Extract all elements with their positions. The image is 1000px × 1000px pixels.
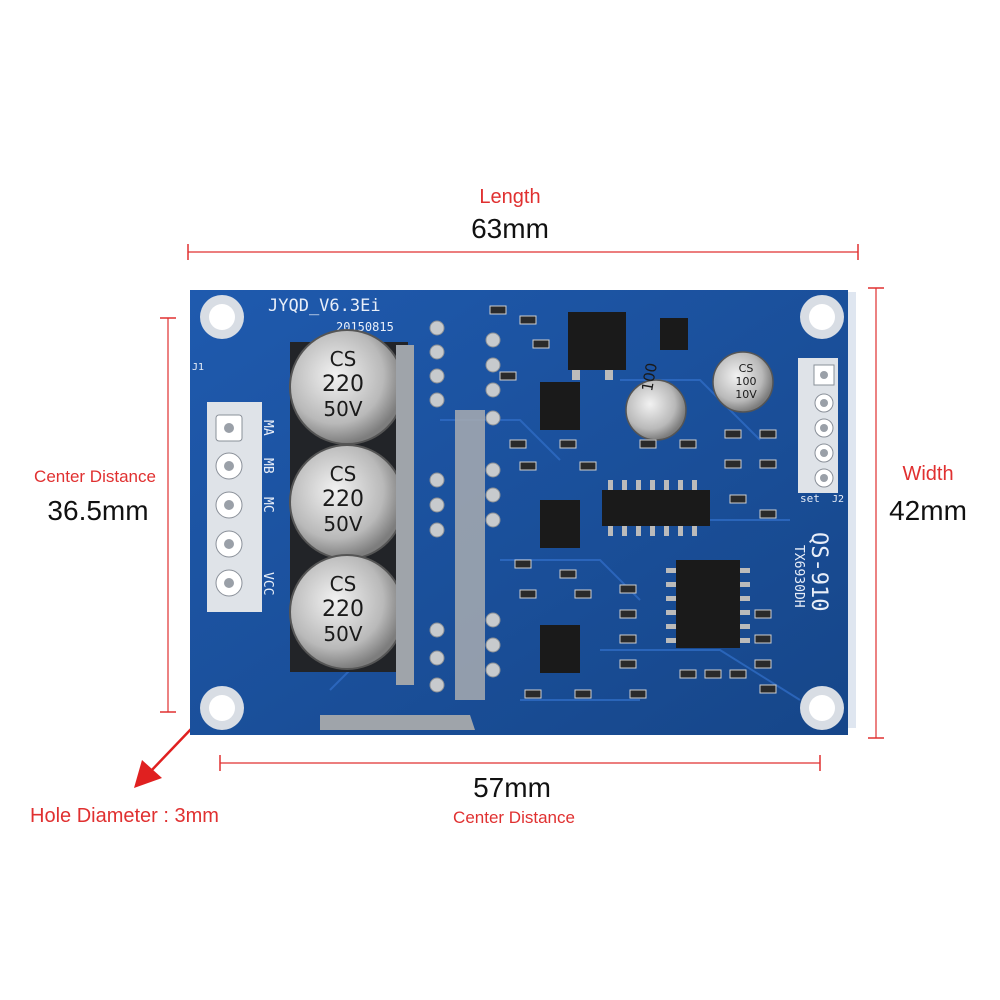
width-title: Width (902, 463, 953, 485)
hole-arrow-head (134, 760, 162, 788)
cap1-voltage: 50V (323, 397, 362, 421)
bottom-center-value: 57mm (473, 772, 551, 803)
length-title: Length (479, 186, 540, 208)
regulator-large (568, 312, 626, 380)
pcb-board: JYQD_V6.3Ei 20150815 J1 J2 set QS-910 TX… (190, 290, 856, 735)
capacitor-small: CS 100 10V (712, 351, 774, 413)
left-center-value: 36.5mm (47, 495, 148, 526)
cap3-brand: CS (330, 572, 357, 596)
ic-main-vertical (666, 560, 750, 648)
pin-label-mc: MC (260, 497, 275, 513)
bottom-center-title: Center Distance (453, 808, 575, 827)
pcb-edge (846, 292, 856, 728)
j1-terminal-header: MA MB MC VCC (207, 402, 275, 612)
j1-label: J1 (192, 362, 204, 373)
cap2-brand: CS (330, 462, 357, 486)
regulator-small (660, 318, 688, 350)
pin-label-ma: MA (260, 420, 275, 436)
pcb-traces (329, 379, 801, 701)
cap1-brand: CS (330, 347, 357, 371)
length-value: 63mm (471, 213, 549, 244)
cap2-voltage: 50V (323, 512, 362, 536)
large-capacitor-3: CS 220 50V (289, 554, 405, 670)
solder-pads (429, 320, 501, 693)
board-model-label: JYQD_V6.3Ei (268, 296, 381, 316)
ic-main-horizontal (602, 480, 710, 536)
cap-small-brand: CS (739, 362, 754, 375)
hole-diameter-label: Hole Diameter : 3mm (30, 805, 219, 827)
j1-pins (215, 414, 243, 597)
cap3-voltage: 50V (323, 622, 362, 646)
width-value: 42mm (889, 495, 967, 526)
board-name-label: QS-910 (806, 532, 831, 611)
large-capacitor-2: CS 220 50V (289, 444, 405, 560)
cap-mid-line1: 100 (638, 361, 661, 392)
pin-label-mb: MB (260, 458, 275, 474)
j2-header (798, 358, 838, 493)
width-dimension: Width 42mm (868, 287, 967, 739)
left-center-dimension: Center Distance 36.5mm (34, 317, 176, 713)
board-sub-label: TX6930DH (791, 545, 806, 608)
j2-label: J2 (832, 494, 844, 505)
capacitor-100v: 100 (625, 361, 687, 441)
cap-small-voltage: 10V (735, 388, 757, 401)
hole-diameter-callout: Hole Diameter : 3mm (30, 704, 219, 827)
smd-components (489, 305, 777, 699)
cap-small-value: 100 (736, 375, 757, 388)
pin-label-vcc: VCC (260, 572, 275, 595)
cap3-value: 220 (322, 597, 364, 622)
soic-chip-middle (540, 500, 580, 548)
length-dimension: Length 63mm (187, 186, 859, 260)
soic-chip-top (540, 382, 580, 430)
soic-chip-bottom (540, 625, 580, 673)
set-label: set (800, 492, 820, 505)
large-capacitor-1: CS 220 50V (289, 329, 405, 445)
mounting-holes (200, 295, 844, 730)
cap1-value: 220 (322, 372, 364, 397)
left-center-title: Center Distance (34, 467, 156, 486)
bottom-center-dimension: 57mm Center Distance (219, 755, 821, 827)
cap2-value: 220 (322, 487, 364, 512)
heatsink-bar (320, 345, 485, 730)
